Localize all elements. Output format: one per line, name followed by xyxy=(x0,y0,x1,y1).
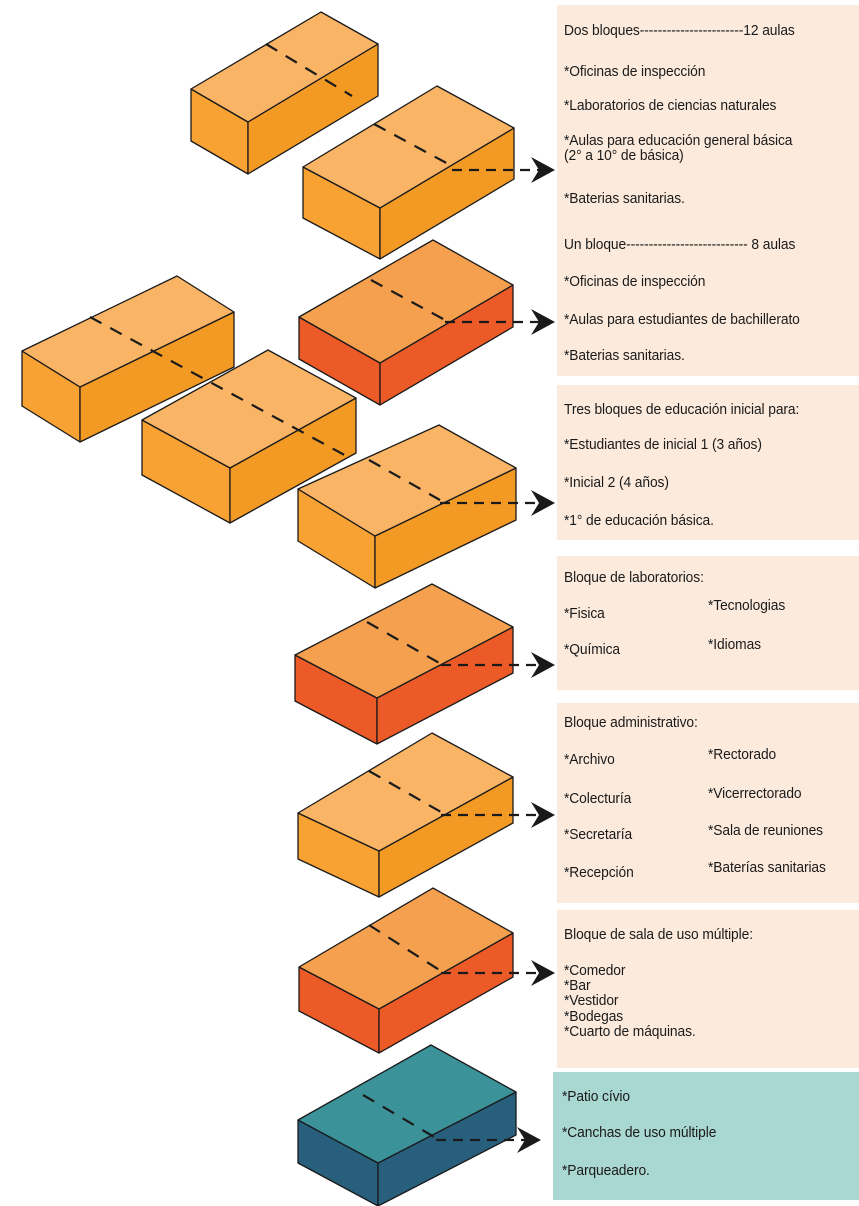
block-b9 xyxy=(298,887,514,1054)
panel-item: *Baterias sanitarias. xyxy=(564,190,685,207)
panel-item: *Inicial 2 (4 años) xyxy=(564,474,669,491)
block-b3 xyxy=(298,239,514,406)
panel-administrativo: Bloque administrativo: *Archivo *Rectora… xyxy=(557,703,859,903)
dashed-division-line xyxy=(265,43,353,97)
panel-item: *Aulas para estudiantes de bachillerato xyxy=(564,311,800,328)
panel-item: (2° a 10° de básica) xyxy=(564,147,684,164)
block-b2 xyxy=(302,85,515,260)
panel-item: *Comedor xyxy=(564,962,626,979)
panel-item: *Tecnologias xyxy=(708,597,786,614)
block-b10 xyxy=(297,1044,517,1206)
panel-item: *Parqueadero. xyxy=(562,1162,650,1179)
dashed-division-line xyxy=(366,621,442,665)
panel-sala-multiple: Bloque de sala de uso múltiple: *Comedor… xyxy=(557,910,859,1068)
panel-title: Dos bloques-----------------------12 aul… xyxy=(564,22,795,39)
panel-item: *Sala de reuniones xyxy=(708,822,823,839)
panel-exteriores: *Patio cívio *Canchas de uso múltiple *P… xyxy=(553,1072,859,1200)
panel-item: *Baterías sanitarias xyxy=(708,859,826,876)
block-b1 xyxy=(190,11,379,175)
panel-item: *Secretaría xyxy=(564,826,633,843)
panel-title: Bloque de laboratorios: xyxy=(564,569,704,586)
panel-item: *Patio cívio xyxy=(562,1088,630,1105)
dashed-division-line xyxy=(368,924,442,972)
panel-item: *1° de educación básica. xyxy=(564,512,714,529)
block-top-face xyxy=(297,424,517,537)
panel-item: *Colecturía xyxy=(564,790,632,807)
dashed-division-line xyxy=(368,770,442,813)
dashed-division-line xyxy=(362,1094,437,1139)
panel-item: *Oficinas de inspección xyxy=(564,273,706,290)
arrow-head-icon xyxy=(531,157,555,183)
dashed-division-line xyxy=(370,279,446,321)
panel-item: *Cuarto de máquinas. xyxy=(564,1023,696,1040)
panel-item: *Química xyxy=(564,641,621,658)
panel-laboratorios: Bloque de laboratorios: *Fisica *Tecnolo… xyxy=(557,556,859,690)
panel-item: *Bar xyxy=(564,977,591,994)
block-top-face xyxy=(302,85,515,209)
panel-dos-bloques: Dos bloques-----------------------12 aul… xyxy=(557,5,859,245)
block-top-face xyxy=(294,583,514,699)
panel-title: Bloque administrativo: xyxy=(564,714,698,731)
panel-item: *Canchas de uso múltiple xyxy=(562,1124,717,1141)
panel-item: *Bodegas xyxy=(564,1008,624,1025)
block-top-face xyxy=(297,1044,517,1164)
panel-item: *Baterias sanitarias. xyxy=(564,347,685,364)
block-b8 xyxy=(297,732,514,898)
arrow-head-icon xyxy=(531,309,555,335)
panel-item: *Vestidor xyxy=(564,992,619,1009)
dashed-division-line xyxy=(89,316,351,459)
block-top-face xyxy=(141,349,357,469)
block-top-face xyxy=(298,239,514,364)
arrow-head-icon xyxy=(531,960,555,986)
arrow-head-icon xyxy=(531,802,555,828)
arrow-head-icon xyxy=(531,490,555,516)
panel-title: Tres bloques de educación inicial para: xyxy=(564,401,800,418)
panel-title: Un bloque--------------------------- 8 a… xyxy=(564,236,796,253)
panel-item: *Aulas para educación general básica xyxy=(564,132,793,149)
block-b4 xyxy=(21,275,235,443)
block-top-face xyxy=(21,275,235,388)
panel-item: *Laboratorios de ciencias naturales xyxy=(564,97,777,114)
panel-un-bloque: Un bloque--------------------------- 8 a… xyxy=(557,224,859,376)
block-b5 xyxy=(141,349,357,524)
panel-item: *Fisica xyxy=(564,605,605,622)
panel-item: *Idiomas xyxy=(708,636,761,653)
arrow-head-icon xyxy=(531,652,555,678)
panel-item: *Archivo xyxy=(564,751,615,768)
panel-item: *Rectorado xyxy=(708,746,777,763)
panel-item: *Estudiantes de inicial 1 (3 años) xyxy=(564,436,762,453)
panel-item: *Oficinas de inspección xyxy=(564,63,706,80)
panel-item: *Recepción xyxy=(564,864,634,881)
block-top-face xyxy=(298,887,514,1010)
block-top-face xyxy=(190,11,379,123)
block-top-face xyxy=(297,732,514,852)
dashed-division-line xyxy=(373,123,453,167)
panel-item: *Vicerrectorado xyxy=(708,785,802,802)
panel-title: Bloque de sala de uso múltiple: xyxy=(564,926,753,943)
block-b7 xyxy=(294,583,514,745)
arrow-head-icon xyxy=(517,1127,541,1153)
block-b6 xyxy=(297,424,517,589)
panel-tres-bloques: Tres bloques de educación inicial para: … xyxy=(557,385,859,540)
